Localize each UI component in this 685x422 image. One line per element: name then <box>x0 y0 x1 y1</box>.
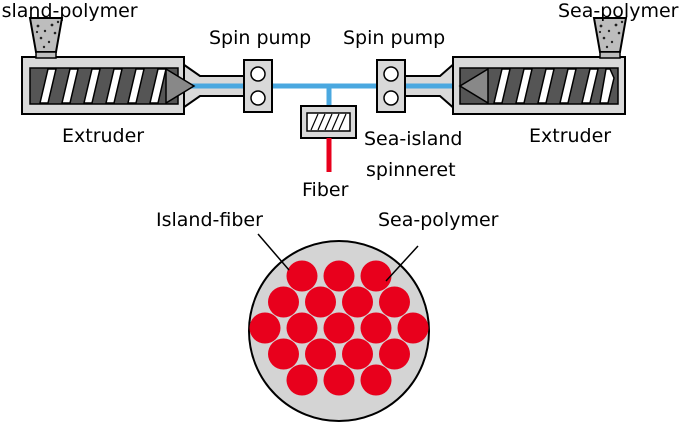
right-hopper-pellets <box>598 20 624 49</box>
polymer-flow-lines <box>179 59 457 113</box>
left-screw-flights <box>39 68 167 104</box>
island-fiber-6 <box>342 286 373 318</box>
fiber-label: Fiber <box>302 179 349 201</box>
spin-pump-left-label: Spin pump <box>209 27 311 49</box>
sea-polymer-top-label: Sea-polymer <box>558 0 679 22</box>
sea-island-spinneret <box>300 105 357 139</box>
left-screw-tip <box>165 67 196 105</box>
island-fiber-label: Island-fiber <box>156 209 263 231</box>
island-polymer-label: Island-polymer <box>0 0 138 22</box>
island-fiber-17 <box>286 364 318 396</box>
left-spin-pump-gear-top <box>250 66 266 82</box>
extruder-left-label: Extruder <box>62 125 144 147</box>
right-hopper-neck <box>599 51 621 59</box>
left-spin-pump-gear-bottom <box>250 90 266 106</box>
left-spin-pump <box>243 59 273 113</box>
extruder-right-label: Extruder <box>529 125 611 147</box>
island-fibers <box>249 260 429 396</box>
island-fiber-15 <box>342 338 373 370</box>
right-spin-pump-gear-bottom <box>383 90 399 106</box>
island-fiber-4 <box>268 286 299 318</box>
left-hopper-neck <box>35 51 57 59</box>
left-hopper-pellets <box>35 20 60 49</box>
island-fiber-13 <box>268 338 299 370</box>
right-screw-flights <box>493 68 615 104</box>
island-fiber-1 <box>286 260 318 292</box>
island-fiber-7 <box>379 286 410 318</box>
right-extruder <box>452 17 628 115</box>
right-spin-pump-gear-top <box>383 66 399 82</box>
island-fiber-12 <box>397 312 429 344</box>
right-spin-pump <box>376 59 406 113</box>
right-hopper <box>592 17 628 53</box>
right-screw-tip <box>458 67 489 105</box>
island-fiber-9 <box>286 312 318 344</box>
left-extruder <box>21 17 196 115</box>
sea-polymer-pointer <box>385 245 419 282</box>
sea-polymer-cross-label: Sea-polymer <box>378 209 499 231</box>
spinneret-label-line2: spinneret <box>366 159 456 181</box>
island-fiber-16 <box>379 338 410 370</box>
spinneret-hatch <box>310 113 347 131</box>
island-fiber-2 <box>323 260 355 292</box>
left-hopper <box>28 17 64 53</box>
spin-pump-right-label: Spin pump <box>343 27 445 49</box>
spinneret-label-line1: Sea-island <box>364 128 462 150</box>
fiber-cross-section <box>248 233 430 422</box>
island-fiber-11 <box>360 312 392 344</box>
island-fiber-10 <box>323 312 355 344</box>
island-fiber-14 <box>305 338 336 370</box>
island-fiber-8 <box>249 312 281 344</box>
island-fiber-5 <box>305 286 336 318</box>
island-fiber-18 <box>323 364 355 396</box>
island-fiber-pointer <box>257 233 290 271</box>
island-fiber-3 <box>360 260 392 292</box>
island-fiber-19 <box>360 364 392 396</box>
